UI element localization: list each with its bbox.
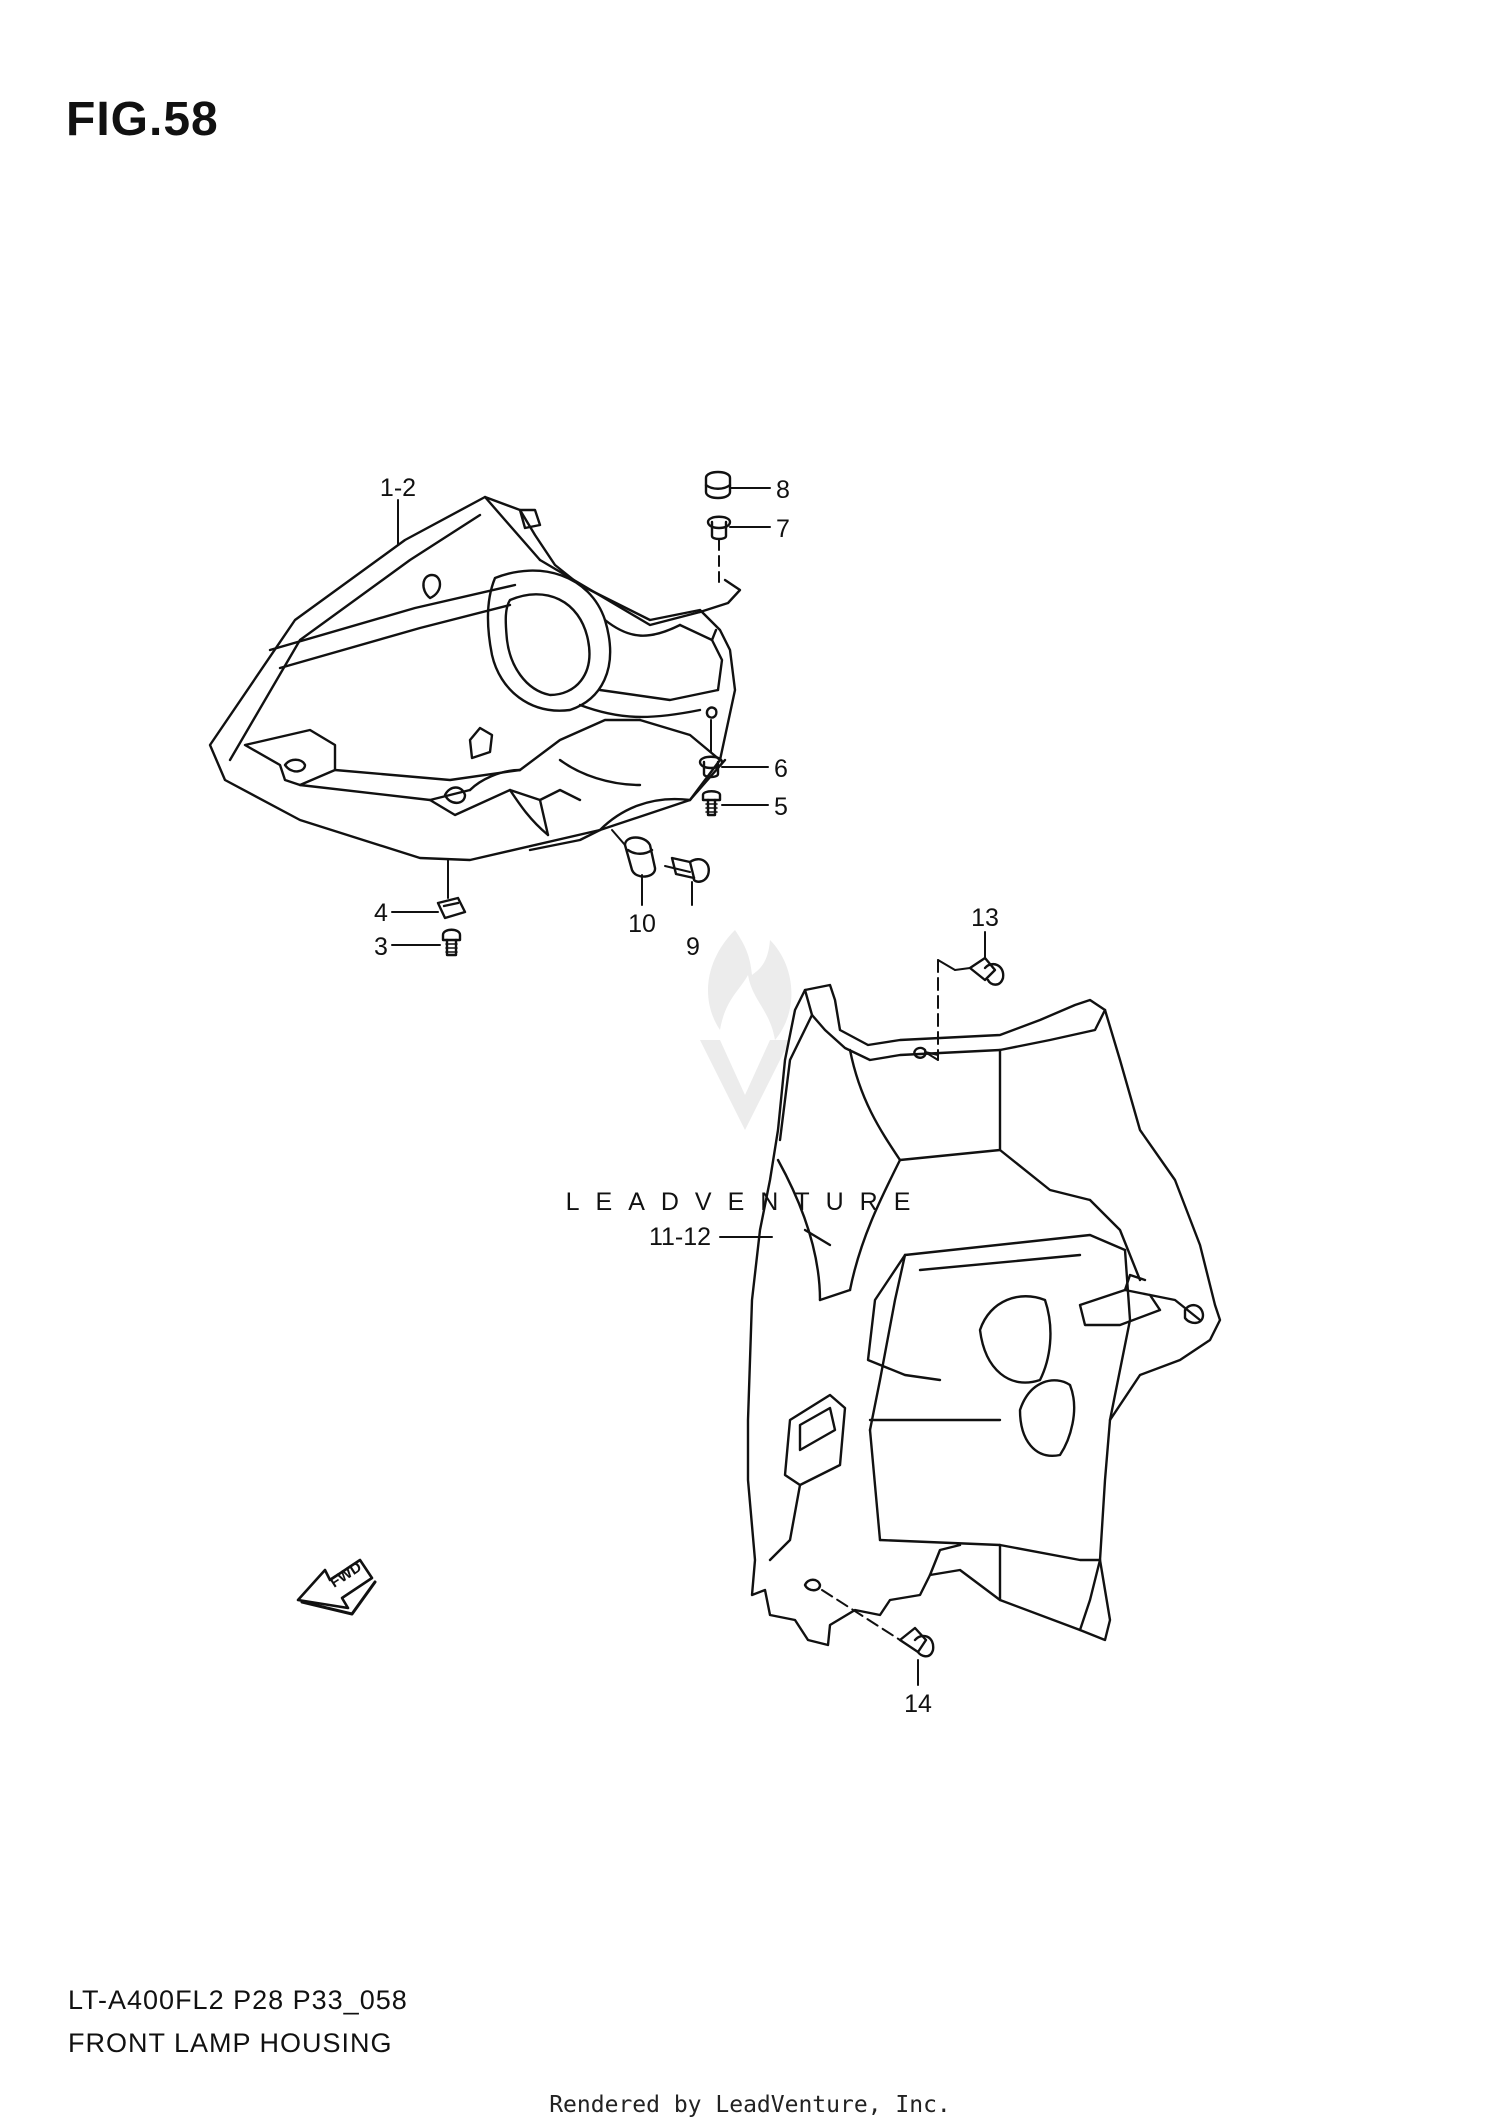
callout-label-4: 4 <box>374 899 388 927</box>
fwd-direction-arrow-icon <box>296 1558 377 1616</box>
callout-label-6: 6 <box>774 755 788 783</box>
leadventure-watermark: LEADVENTURE <box>566 930 927 1216</box>
callout-label-3: 3 <box>374 933 388 961</box>
callout-label-13: 13 <box>971 904 999 932</box>
callout-label-9: 9 <box>686 933 700 961</box>
watermark-text: LEADVENTURE <box>566 1188 927 1216</box>
bolt-9-icon <box>664 856 710 906</box>
front-lamp-housing-part <box>208 495 742 862</box>
collar-7-icon <box>706 515 771 541</box>
screw-3-icon <box>391 928 462 957</box>
grommet-10-icon <box>611 829 657 906</box>
clip-nut-4-icon <box>391 859 467 920</box>
callout-label-1-2: 1-2 <box>380 474 416 502</box>
model-code: LT-A400FL2 P28 P33_058 <box>68 1985 408 2015</box>
watermark-logo-icon <box>700 930 792 1130</box>
section-name: FRONT LAMP HOUSING <box>68 2028 393 2058</box>
grommet-8-icon <box>704 470 771 500</box>
callout-label-8: 8 <box>776 476 790 504</box>
clip-13-icon <box>924 931 1005 1061</box>
bolt-5-icon <box>701 790 769 817</box>
figure-title: FIG.58 <box>66 93 219 146</box>
callout-label-14: 14 <box>904 1690 932 1718</box>
callout-label-10: 10 <box>628 910 656 938</box>
callout-label-11-12: 11-12 <box>649 1223 711 1251</box>
collar-6-icon <box>698 755 769 779</box>
callout-label-5: 5 <box>774 793 788 821</box>
rendered-by-credit: Rendered by LeadVenture, Inc. <box>549 2092 951 2118</box>
front-inner-panel-part <box>746 983 1222 1647</box>
clip-14-icon <box>821 1589 935 1686</box>
callout-label-7: 7 <box>776 515 790 543</box>
